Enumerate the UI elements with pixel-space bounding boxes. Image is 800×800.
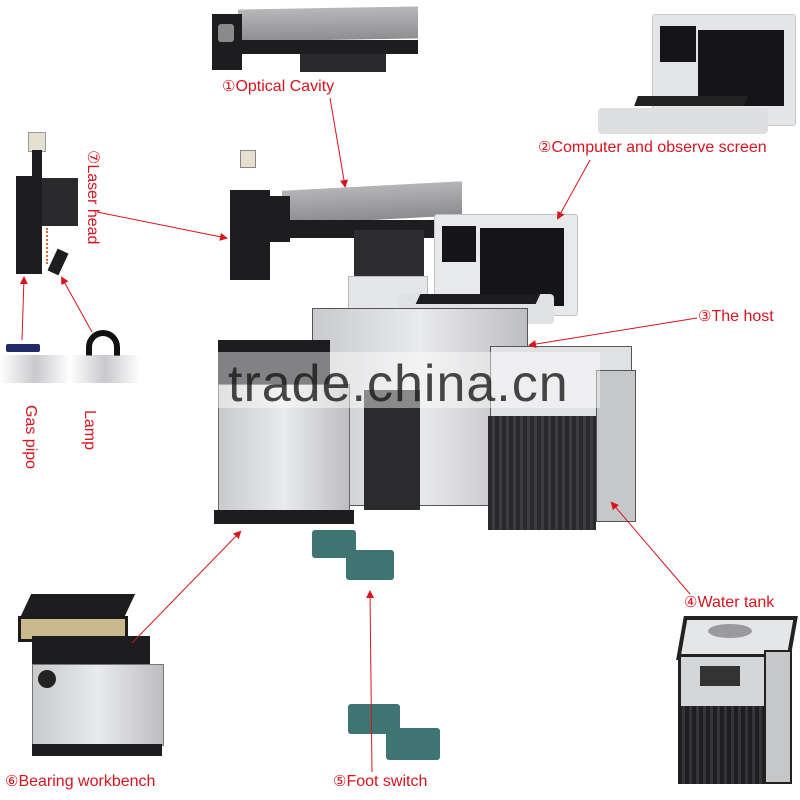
label-foot-switch: ⑤Foot switch [333,773,428,790]
optical-cavity-image [208,6,424,72]
label-gas-pipe: Gas pipo [22,405,39,470]
bearing-workbench-image [8,590,164,768]
label-water-tank: ④Water tank [684,594,775,611]
label-laser-head: ⑦Laser head [84,150,101,245]
label-computer-screen: ②Computer and observe screen [538,139,767,156]
label-lamp: Lamp [81,410,98,451]
label-optical-cavity: ①Optical Cavity [222,78,335,95]
label-bearing-workbench: ⑥Bearing workbench [5,773,156,790]
laser-head-image [12,118,82,290]
foot-switch-on-machine [310,528,400,592]
watermark: trade.china.cn [200,352,600,413]
foot-switch-image [344,702,454,768]
lamp-image [86,330,120,356]
computer-screen-image [598,12,798,134]
main-machine-image [212,130,642,550]
water-tank-image [668,614,798,794]
label-host: ③The host [698,308,774,325]
gas-pipe-image [6,344,40,352]
